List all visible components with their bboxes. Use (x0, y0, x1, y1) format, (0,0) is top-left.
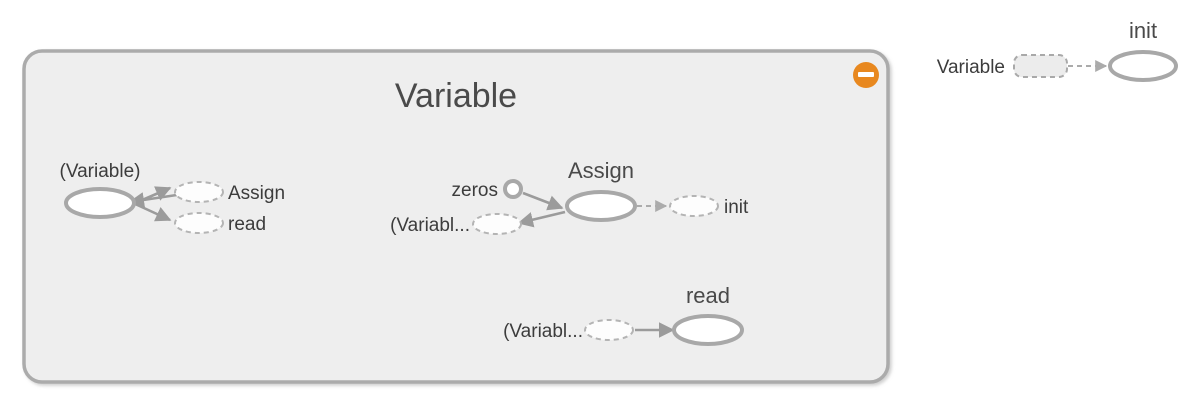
node-variable-ref[interactable] (64, 187, 136, 219)
node-zeros[interactable] (503, 179, 523, 199)
cluster-read-op[interactable]: (Variabl... read (503, 283, 744, 346)
node-variable-outer[interactable] (1013, 54, 1068, 78)
node-variable-ref-label: (Variable) (60, 161, 141, 182)
node-init-outer[interactable] (1108, 50, 1178, 82)
node-read-op-label: read (686, 283, 730, 308)
node-init-stub-label: init (724, 197, 749, 218)
cluster-variable-ref[interactable]: (Variable) Assign read (60, 161, 286, 235)
node-read-stub[interactable] (174, 212, 224, 234)
node-read-stub-label: read (228, 214, 266, 235)
node-zeros-label: zeros (452, 180, 498, 201)
variable-group-container[interactable]: Variable (22, 49, 890, 384)
cluster-variable-init-outer[interactable]: Variable init (937, 18, 1178, 82)
node-init-outer-label: init (1129, 18, 1157, 43)
node-assign-stub-label: Assign (228, 183, 285, 204)
minus-bar-icon (858, 72, 874, 77)
node-read-op[interactable] (672, 314, 744, 346)
edge-variable-to-read (132, 201, 172, 222)
edge-assign-to-variable-in (517, 210, 566, 228)
node-init-stub[interactable] (669, 195, 719, 217)
node-variable-in-assign[interactable] (472, 213, 522, 235)
group-box[interactable] (22, 49, 890, 384)
node-assign-op-label: Assign (568, 158, 634, 183)
node-variable-outer-label: Variable (937, 57, 1005, 78)
cluster-assign-op[interactable]: zeros (Variabl... Assign init (390, 158, 749, 236)
node-assign-op[interactable] (565, 190, 637, 222)
node-variable-in-read[interactable] (584, 319, 634, 341)
node-assign-stub[interactable] (174, 181, 224, 203)
node-variable-in-assign-label: (Variabl... (390, 215, 470, 236)
edge-zeros-to-assign (522, 191, 564, 211)
node-variable-in-read-label: (Variabl... (503, 321, 583, 342)
collapse-group-button[interactable] (853, 62, 879, 88)
group-title: Variable (395, 77, 517, 115)
